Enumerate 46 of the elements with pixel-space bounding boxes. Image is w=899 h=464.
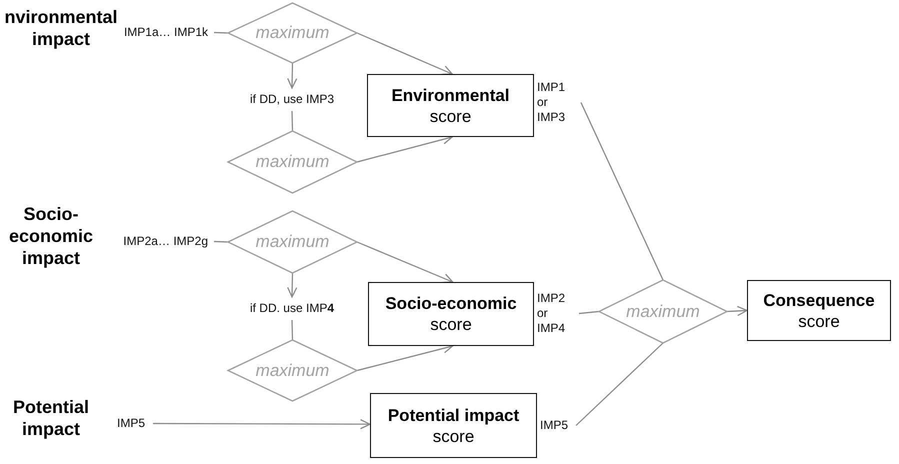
operator-diamond xyxy=(228,340,357,401)
box-title: Environmental xyxy=(391,84,510,106)
operator-label: maximum xyxy=(256,23,330,43)
box-title: Consequence xyxy=(763,290,875,310)
operator-diamond xyxy=(228,131,357,193)
score-box xyxy=(368,282,534,346)
output-label: IMP1 or IMP3 xyxy=(537,80,573,125)
box-subtitle: score xyxy=(430,106,472,126)
box-title: Socio-economic xyxy=(385,293,517,314)
arrow xyxy=(726,306,748,316)
operator-diamond xyxy=(228,211,357,273)
connector-line xyxy=(214,240,228,243)
output-label: IMP2 or IMP4 xyxy=(537,291,573,336)
operator-label: maximum xyxy=(256,360,330,380)
connector-line xyxy=(291,110,294,132)
connector-line xyxy=(580,102,664,280)
score-box xyxy=(370,393,537,458)
row-heading: Potential impact xyxy=(12,396,90,440)
arrow xyxy=(287,272,298,298)
arrow xyxy=(356,241,454,284)
operator-label: maximum xyxy=(626,302,700,322)
box-subtitle: score xyxy=(798,310,840,332)
operator-label: maximum xyxy=(256,152,330,172)
connector-line xyxy=(576,342,664,426)
row-heading: Socio-economic impact xyxy=(8,203,94,269)
condition-label: if DD. use IMP4 xyxy=(250,301,334,316)
input-label: IMP2a… IMP2g xyxy=(123,234,208,249)
arrow xyxy=(153,419,371,430)
connector-line xyxy=(291,320,294,340)
box-title: Potential impact xyxy=(388,404,520,426)
row-heading: nvironmental impact xyxy=(3,6,119,50)
operator-label: maximum xyxy=(256,232,330,252)
arrow xyxy=(356,32,453,75)
connector-line xyxy=(578,310,600,314)
output-label: IMP5 xyxy=(540,418,568,433)
operator-diamond xyxy=(599,280,727,343)
condition-label: if DD, use IMP3 xyxy=(250,92,334,107)
operator-diamond xyxy=(228,3,357,63)
connector-line xyxy=(214,32,228,34)
score-box xyxy=(367,74,534,137)
box-subtitle: score xyxy=(432,426,474,446)
box-subtitle: score xyxy=(430,314,472,335)
score-box xyxy=(747,280,891,341)
input-label: IMP5 xyxy=(117,416,146,431)
input-label: IMP1a… IMP1k xyxy=(124,25,208,40)
arrow xyxy=(287,62,298,89)
